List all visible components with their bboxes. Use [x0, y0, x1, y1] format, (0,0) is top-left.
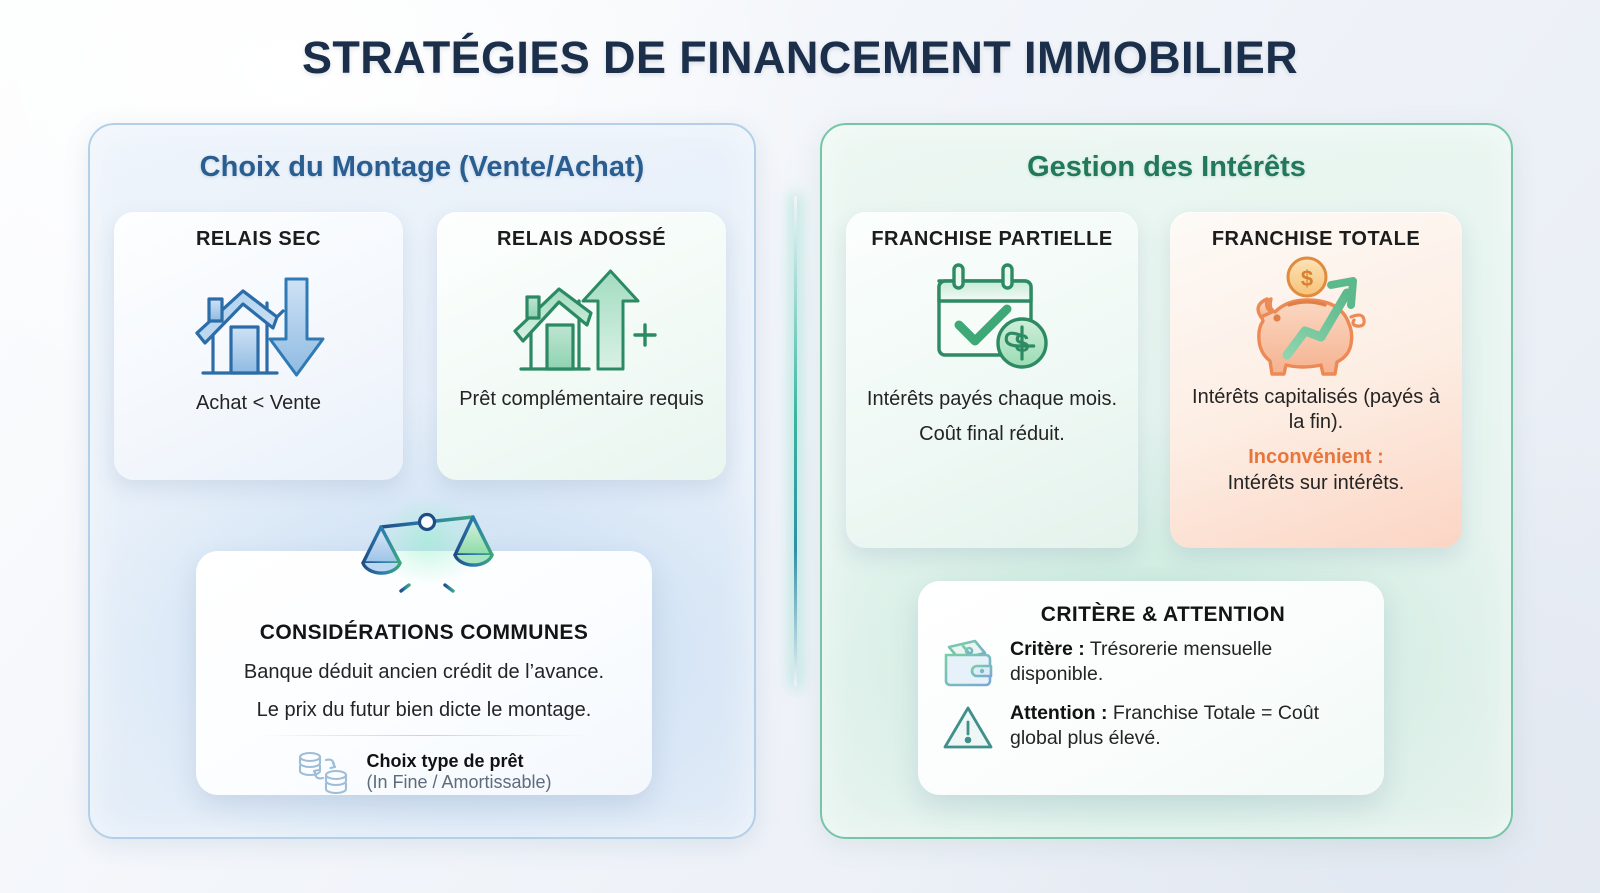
card-franchise-partielle-line-1: Intérêts payés chaque mois.: [866, 388, 1118, 410]
balance-scales-icon: [357, 489, 497, 599]
card-franchise-partielle-line-2: Coût final réduit.: [919, 423, 1065, 446]
wallet-money-icon: [940, 637, 996, 689]
summary-left-title: CONSIDÉRATIONS COMMUNES: [259, 621, 589, 644]
panel-right-heading: Gestion des Intérêts: [1027, 151, 1306, 183]
attention-row: Attention : Franchise Totale = Coût glob…: [940, 701, 1362, 751]
attention-value: Franchise Totale = Coût global plus élev…: [1010, 702, 1320, 749]
card-franchise-totale-line-1: Intérêts capitalisés (payés à la fin).: [1192, 386, 1440, 434]
inconvenient-text: Intérêts sur intérêts.: [1227, 471, 1405, 494]
card-franchise-totale-warning: Inconvénient : Intérêts sur intérêts.: [1184, 445, 1448, 495]
card-franchise-partielle[interactable]: FRANCHISE PARTIELLE: [846, 212, 1138, 548]
panel-divider: [794, 196, 797, 686]
house-with-down-arrow-icon: [185, 255, 333, 385]
card-relais-sec[interactable]: RELAIS SEC: [114, 212, 403, 480]
card-franchise-totale[interactable]: FRANCHISE TOTALE $: [1170, 212, 1462, 548]
card-relais-sec-title: RELAIS SEC: [195, 228, 322, 250]
card-franchise-totale-title: FRANCHISE TOTALE: [1211, 228, 1421, 250]
inconvenient-label: Inconvénient :: [1248, 446, 1384, 469]
summary-critere-attention: CRITÈRE & ATTENTION: [918, 581, 1384, 795]
summary-left-divider: [258, 735, 590, 736]
criteria-row: Critère : Trésorerie mensuelle disponibl…: [940, 637, 1362, 689]
svg-text:$: $: [1015, 328, 1030, 358]
card-franchise-partielle-title: FRANCHISE PARTIELLE: [871, 228, 1113, 250]
summary-left-line-2: Le prix du futur bien dicte le montage.: [256, 699, 592, 721]
card-relais-adosse-line-1: Prêt complémentaire requis: [459, 388, 704, 410]
card-relais-adosse-title: RELAIS ADOSSÉ: [496, 228, 667, 250]
criteria-value: Trésorerie mensuelle disponible.: [1010, 638, 1273, 685]
card-relais-sec-body: Achat < Vente: [196, 391, 321, 416]
card-relais-adosse[interactable]: RELAIS ADOSSÉ: [437, 212, 726, 480]
page-title: STRATÉGIES DE FINANCEMENT IMMOBILIER: [301, 32, 1299, 83]
criteria-label: Critère :: [1010, 638, 1085, 660]
warning-triangle-icon: [940, 701, 996, 751]
summary-left-line-1: Banque déduit ancien crédit de l’avance.: [243, 661, 605, 683]
summary-right-title: CRITÈRE & ATTENTION: [1040, 603, 1286, 626]
card-franchise-totale-body: Intérêts capitalisés (payés à la fin). I…: [1184, 385, 1448, 496]
loan-type-detail: (In Fine / Amortissable): [366, 772, 552, 792]
house-with-up-arrow-plus-icon: [503, 255, 661, 381]
coin-stacks-exchange-icon: [296, 748, 354, 796]
loan-type-note: Choix type de prêt (In Fine / Amortissab…: [218, 748, 630, 796]
criteria-text: Critère : Trésorerie mensuelle disponibl…: [1010, 637, 1362, 686]
calendar-check-dollar-icon: $: [927, 255, 1057, 381]
panel-left-heading: Choix du Montage (Vente/Achat): [199, 151, 645, 183]
loan-type-label: Choix type de prêt: [366, 750, 524, 771]
piggy-bank-growth-icon: $: [1241, 255, 1391, 379]
attention-label: Attention :: [1010, 702, 1108, 724]
card-franchise-partielle-body: Intérêts payés chaque mois. Coût final r…: [867, 387, 1117, 447]
card-relais-adosse-body: Prêt complémentaire requis: [459, 387, 704, 412]
loan-type-text: Choix type de prêt (In Fine / Amortissab…: [366, 751, 551, 793]
attention-text: Attention : Franchise Totale = Coût glob…: [1010, 701, 1362, 750]
svg-text:$: $: [1301, 266, 1313, 291]
card-relais-sec-line-1: Achat < Vente: [195, 392, 322, 414]
